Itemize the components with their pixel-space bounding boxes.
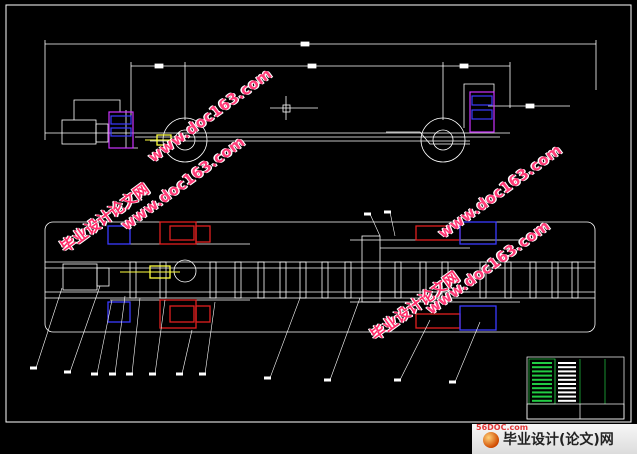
leader-line <box>269 297 301 379</box>
title-block-cell <box>532 370 552 373</box>
title-block <box>526 356 625 420</box>
title-block-cell <box>532 387 552 390</box>
drawing-border <box>5 4 632 423</box>
leader-line <box>35 287 63 369</box>
title-block-cell <box>558 374 576 377</box>
leader-tag <box>176 372 183 376</box>
cross-member <box>129 261 137 299</box>
cross-member <box>159 261 167 299</box>
cross-member <box>571 261 579 299</box>
title-block-cell <box>532 399 552 402</box>
cross-member <box>344 261 352 299</box>
cross-member <box>394 261 402 299</box>
title-block-cell <box>558 395 576 398</box>
footer-logo-bar <box>472 424 637 454</box>
cross-member <box>279 261 287 299</box>
leader-line <box>369 213 381 237</box>
leader-line <box>154 299 166 375</box>
title-block-cell <box>532 391 552 394</box>
title-block-cell <box>532 362 552 364</box>
cross-member <box>234 261 242 299</box>
cross-member <box>321 261 329 299</box>
leader-tag <box>384 210 391 214</box>
cross-member <box>441 261 449 299</box>
frame-cross-members <box>129 261 579 299</box>
title-block-cell <box>558 391 576 394</box>
title-block-rows <box>532 362 576 402</box>
side-view-colored-parts <box>108 91 495 149</box>
plan-view <box>44 221 596 333</box>
title-block-cell <box>558 366 576 369</box>
leader-line <box>131 297 141 375</box>
title-block-cell <box>558 399 576 402</box>
leader-tag <box>91 372 98 376</box>
title-block-cell <box>558 383 576 385</box>
cross-member <box>479 261 487 299</box>
title-block-cell <box>532 374 552 377</box>
leader-line <box>181 329 193 375</box>
leader-line <box>329 297 361 381</box>
leader-line <box>399 319 431 381</box>
title-block-cell <box>532 378 552 381</box>
leader-tag <box>126 372 133 376</box>
cross-member <box>257 261 265 299</box>
title-block-cell <box>558 378 576 381</box>
title-block-cell <box>532 383 552 385</box>
leader-tag <box>109 372 116 376</box>
title-block-cell <box>558 362 576 364</box>
leader-line <box>114 295 126 375</box>
leader-tag <box>394 378 401 382</box>
leader-line <box>389 211 396 237</box>
cross-member <box>551 261 559 299</box>
footer-site-name: 毕业设计(论文)网 <box>503 432 614 448</box>
cross-member <box>504 261 512 299</box>
side-elevation-view <box>44 40 597 163</box>
title-block-cell <box>558 370 576 373</box>
leader-tag <box>449 380 456 384</box>
leader-tag <box>199 372 206 376</box>
leader-tag <box>149 372 156 376</box>
leader-line <box>204 301 216 375</box>
leader-tag <box>64 370 71 374</box>
cross-member <box>209 261 217 299</box>
leader-tag <box>264 376 271 380</box>
title-block-cell <box>532 395 552 398</box>
leader-tag <box>364 212 371 216</box>
footer-site-url: 56DOC.com <box>476 423 529 432</box>
plan-view-colored-parts <box>107 221 497 331</box>
cross-member <box>419 261 427 299</box>
globe-icon <box>483 432 499 448</box>
leader-tag <box>324 378 331 382</box>
part-leader-lines <box>30 210 481 384</box>
cross-member <box>299 261 307 299</box>
title-block-cell <box>532 366 552 369</box>
leader-line <box>454 321 481 383</box>
leader-tag <box>30 366 37 370</box>
leader-line <box>96 299 113 375</box>
title-block-cell <box>558 387 576 390</box>
cross-member <box>529 261 537 299</box>
leader-line <box>69 285 101 373</box>
